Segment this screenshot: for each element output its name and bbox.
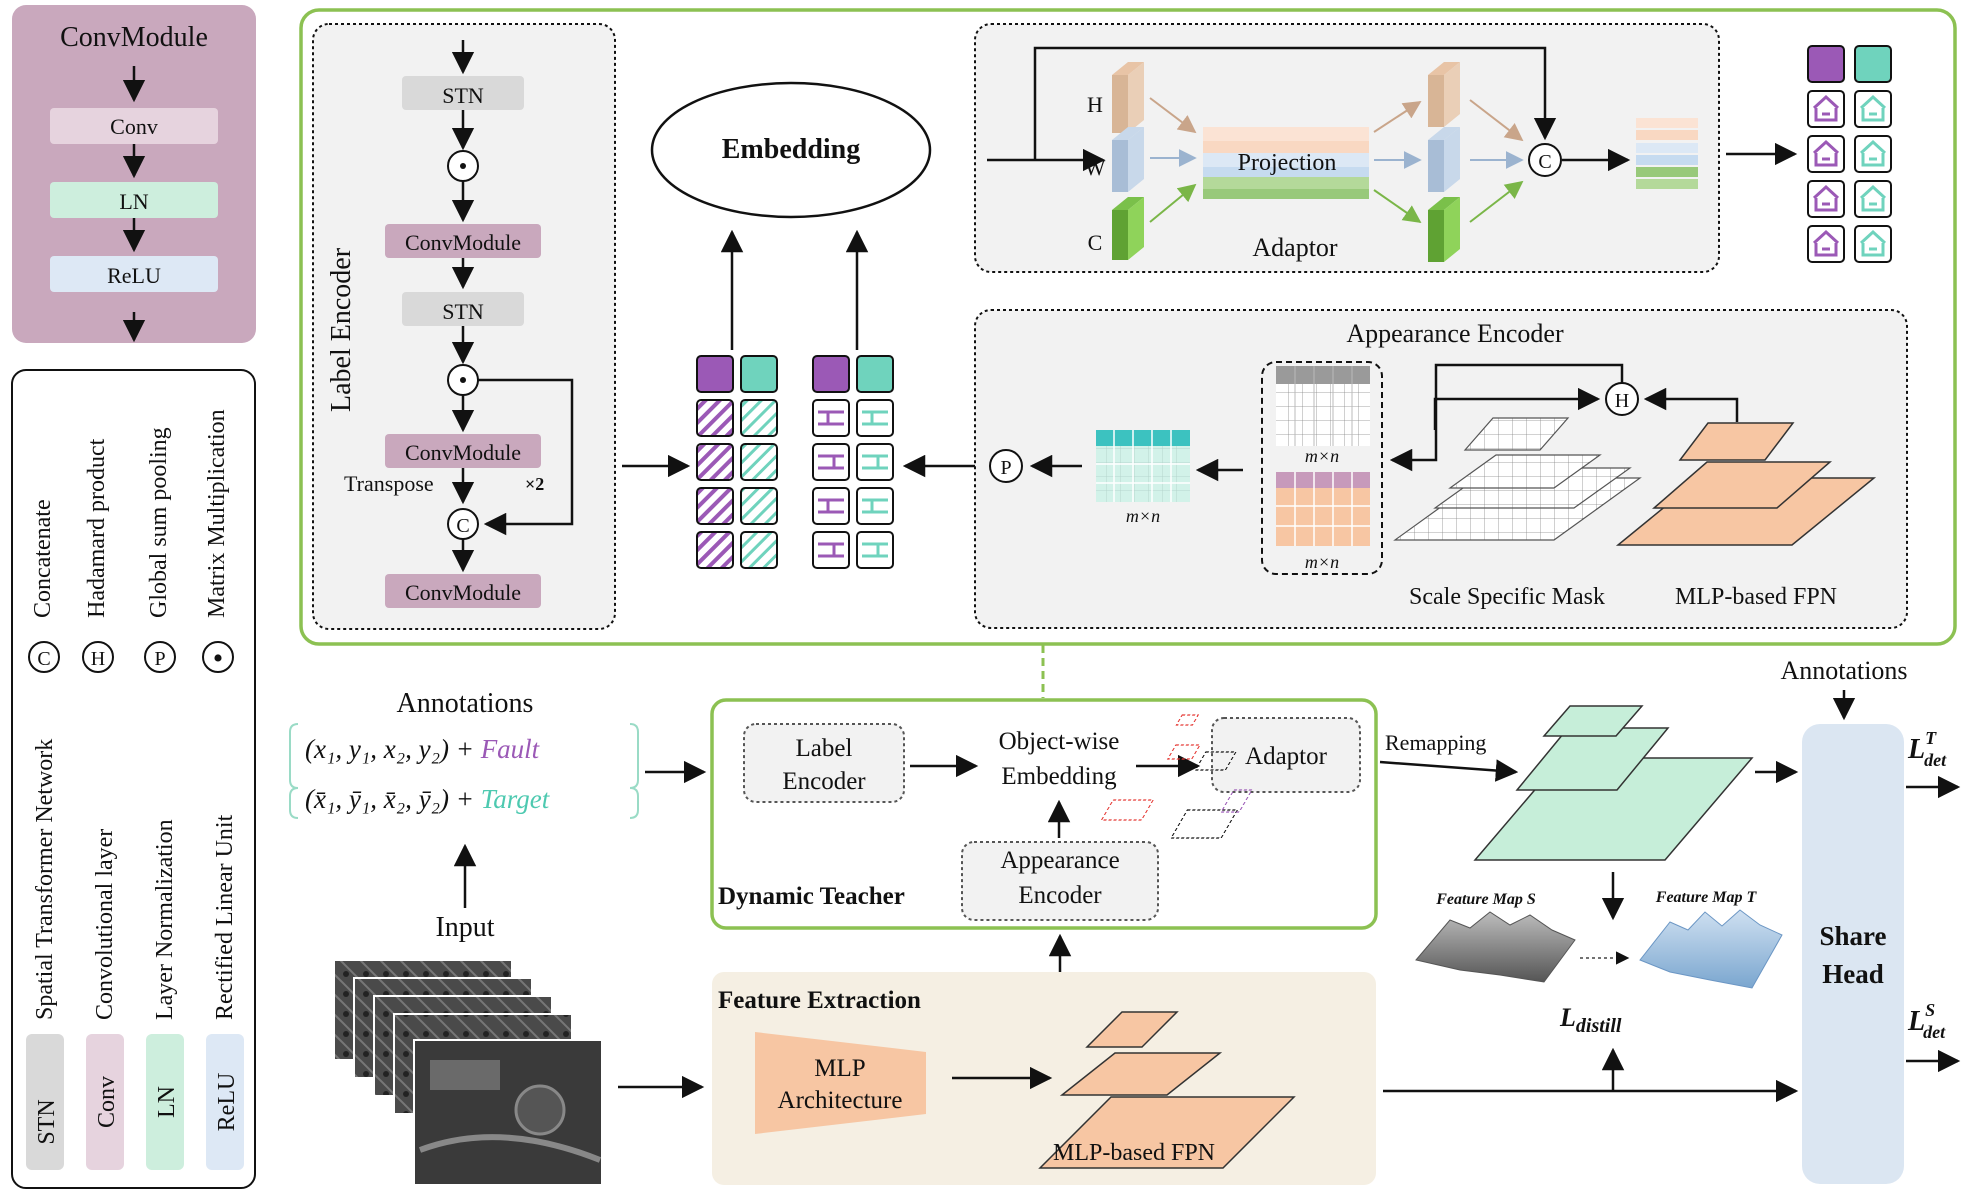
legend-concatenate: C Concatenate bbox=[28, 499, 60, 673]
symbol-key-legend: C Concatenate H Hadamard product P Globa… bbox=[11, 369, 256, 1189]
svg-text:H: H bbox=[1615, 390, 1629, 412]
mxn-pooled: m×n bbox=[1126, 506, 1160, 526]
dt-appearance-encoder-1: Appearance bbox=[1000, 847, 1119, 874]
svg-text:Convolutional layer: Convolutional layer bbox=[92, 829, 118, 1020]
mlp-architecture-1: MLP bbox=[814, 1055, 865, 1082]
svg-text:(x₁, y₁, x₂, y₂) + Fault: (x₁, y₁, x₂, y₂) + Fault bbox=[305, 734, 541, 764]
annotations-title: Annotations bbox=[397, 688, 534, 719]
stn-2: STN bbox=[442, 299, 484, 324]
adaptor-output-tokens bbox=[1807, 45, 1892, 263]
dynamic-teacher-detail-frame bbox=[299, 8, 1957, 646]
annotations-block: Annotations (x₁, y₁, x₂, y₂) + Fault (x̄… bbox=[289, 688, 639, 943]
feature-map-s-label: Feature Map S bbox=[1435, 891, 1536, 908]
appearance-encoder-title: Appearance Encoder bbox=[1346, 319, 1564, 348]
input-image-stack bbox=[333, 959, 603, 1186]
convmodule-legend: ConvModule Conv LN ReLU bbox=[12, 5, 256, 343]
svg-text:ReLU: ReLU bbox=[214, 1073, 240, 1132]
embedding-node: Embedding bbox=[650, 81, 932, 219]
fpn-label-bottom: MLP-based FPN bbox=[1053, 1140, 1215, 1166]
legend-ln-layer: LN bbox=[119, 189, 148, 214]
label-encoder-title: Label Encoder bbox=[326, 247, 357, 412]
remapping-section: Remapping Feature Map S Feature Map T Ld… bbox=[1100, 705, 1799, 1091]
svg-text:Concatenate: Concatenate bbox=[30, 499, 56, 618]
legend-conv: Convolutional layer Conv bbox=[86, 829, 124, 1170]
legend-ln: Layer Normalization LN bbox=[146, 819, 184, 1170]
transpose-label: Transpose bbox=[344, 471, 434, 496]
mxn-mask: m×n bbox=[1305, 446, 1339, 466]
embedding-token-grid-right bbox=[812, 355, 894, 569]
annotation-fault-tag: Fault bbox=[480, 734, 541, 764]
label-encoder-panel: Label Encoder STN ConvModule STN ConvMod… bbox=[312, 23, 616, 630]
legend-global-sum-pooling: P Global sum pooling bbox=[144, 427, 176, 673]
embedding-token-grid-left bbox=[696, 355, 778, 569]
repeat-x2: ×2 bbox=[525, 474, 544, 494]
fpn-label-top: MLP-based FPN bbox=[1675, 584, 1837, 610]
dt-object-embedding-2: Embedding bbox=[1001, 763, 1117, 790]
annotations-right-label: Annotations bbox=[1780, 656, 1907, 685]
svg-text:P: P bbox=[154, 648, 165, 670]
annotation-fault-coords: (x₁, y₁, x₂, y₂) + bbox=[305, 734, 481, 764]
legend-conv-layer: Conv bbox=[110, 114, 158, 139]
dynamic-teacher-panel: Label Encoder Object-wise Embedding Adap… bbox=[710, 698, 1378, 930]
adaptor-panel: H W C Projection bbox=[974, 23, 1720, 273]
share-head-2: Head bbox=[1822, 959, 1884, 989]
svg-text:LN: LN bbox=[154, 1086, 180, 1118]
svg-text:(x̄₁, ȳ₁, x̄₂, ȳ₂) + Target: (x̄₁, ȳ₁, x̄₂, ȳ₂) + Target bbox=[305, 784, 551, 814]
feature-extraction-title: Feature Extraction bbox=[718, 987, 921, 1014]
legend-relu: Rectified Linear Unit ReLU bbox=[206, 814, 244, 1170]
stn-1: STN bbox=[442, 83, 484, 108]
legend-hadamard: H Hadamard product bbox=[82, 438, 114, 673]
svg-text:Hadamard product: Hadamard product bbox=[84, 438, 110, 618]
svg-text:STN: STN bbox=[34, 1099, 60, 1144]
convmodule-legend-title: ConvModule bbox=[60, 22, 208, 53]
svg-text:Conv: Conv bbox=[94, 1076, 120, 1128]
convmodule-1: ConvModule bbox=[405, 230, 521, 255]
adaptor-title: Adaptor bbox=[1252, 233, 1338, 262]
mxn-feature: m×n bbox=[1305, 552, 1339, 572]
dt-label-encoder-2: Encoder bbox=[782, 768, 866, 795]
svg-text:C: C bbox=[37, 648, 50, 670]
legend-relu-layer: ReLU bbox=[107, 263, 161, 288]
svg-text:C: C bbox=[1538, 151, 1551, 173]
remapping-label: Remapping bbox=[1385, 730, 1486, 755]
svg-text:Embedding: Embedding bbox=[722, 134, 861, 165]
dim-h: H bbox=[1087, 92, 1103, 117]
legend-stn: Spatial Transformer Network STN bbox=[26, 739, 64, 1170]
svg-text:Global sum pooling: Global sum pooling bbox=[146, 427, 172, 618]
dt-adaptor: Adaptor bbox=[1245, 743, 1328, 770]
svg-text:•: • bbox=[213, 642, 224, 675]
convmodule-3: ConvModule bbox=[405, 580, 521, 605]
svg-text:H: H bbox=[91, 648, 105, 670]
mlp-architecture-2: Architecture bbox=[778, 1087, 903, 1114]
dt-appearance-encoder-2: Encoder bbox=[1018, 882, 1102, 909]
convmodule-2: ConvModule bbox=[405, 440, 521, 465]
feature-extraction-panel: Feature Extraction MLP Architecture MLP-… bbox=[712, 972, 1376, 1185]
share-head: Annotations Share Head bbox=[1780, 656, 1908, 1184]
annotation-target-coords: (x̄₁, ȳ₁, x̄₂, ȳ₂) + bbox=[305, 784, 481, 814]
input-label: Input bbox=[435, 912, 494, 943]
share-head-1: Share bbox=[1819, 921, 1886, 951]
annotation-target-tag: Target bbox=[481, 784, 551, 814]
svg-text:Rectified Linear Unit: Rectified Linear Unit bbox=[212, 814, 238, 1020]
dt-object-embedding-1: Object-wise bbox=[999, 728, 1120, 755]
scale-mask-label: Scale Specific Mask bbox=[1409, 584, 1605, 610]
appearance-encoder-panel: Appearance Encoder P m×n m×n m×n H bbox=[974, 309, 1908, 629]
svg-text:P: P bbox=[1000, 457, 1011, 479]
dim-c: C bbox=[1088, 230, 1103, 255]
svg-text:Layer Normalization: Layer Normalization bbox=[152, 819, 178, 1020]
feature-map-t-label: Feature Map T bbox=[1655, 889, 1758, 906]
legend-matrix-multiplication: • Matrix Multiplication bbox=[202, 409, 234, 675]
projection-label: Projection bbox=[1238, 150, 1337, 176]
svg-text:Spatial Transformer Network: Spatial Transformer Network bbox=[32, 739, 58, 1020]
loss-distill: Ldistill bbox=[1559, 1003, 1622, 1037]
svg-text:Matrix Multiplication: Matrix Multiplication bbox=[204, 409, 230, 618]
dynamic-teacher-title: Dynamic Teacher bbox=[718, 883, 905, 910]
svg-text:C: C bbox=[456, 515, 469, 537]
dt-label-encoder-1: Label bbox=[796, 735, 853, 762]
